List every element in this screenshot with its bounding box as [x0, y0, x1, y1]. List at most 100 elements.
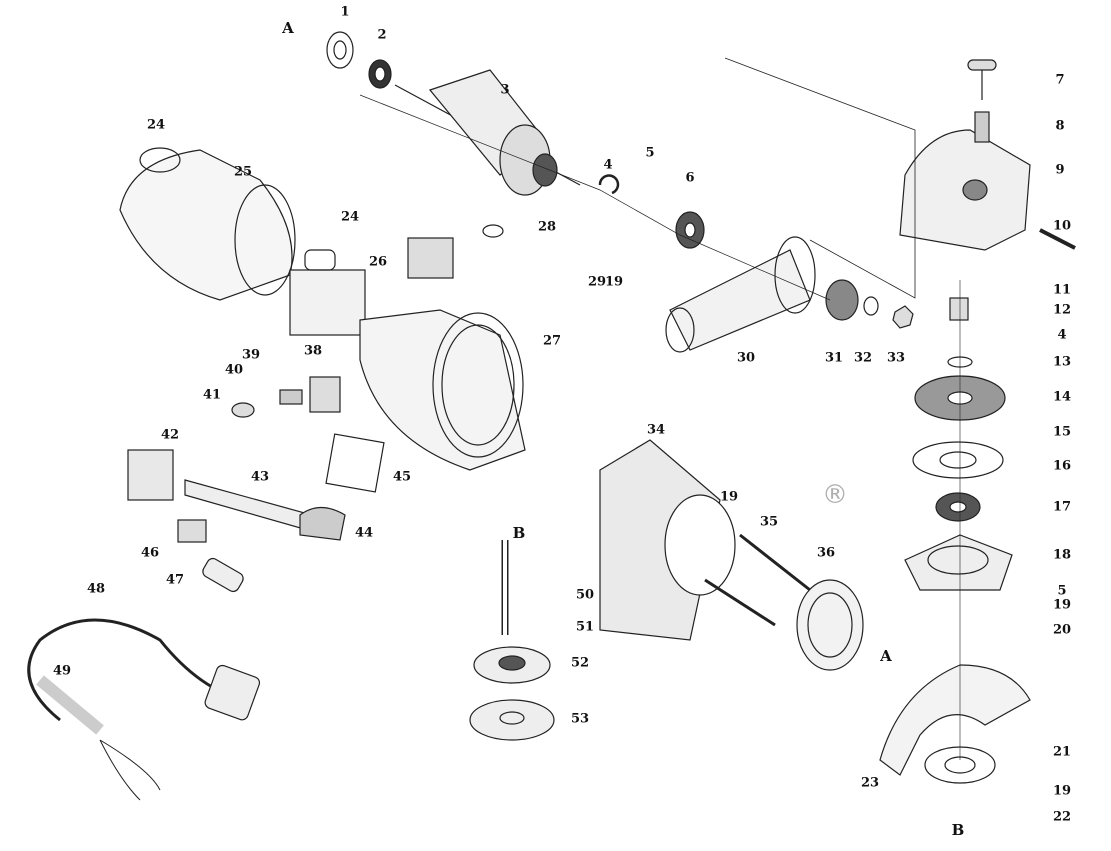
- part-label: 29: [587, 274, 607, 290]
- bearing-6: [675, 211, 705, 249]
- part-label: 46: [140, 545, 160, 561]
- part-label: 19: [719, 489, 739, 505]
- part-label: 15: [1052, 424, 1072, 440]
- part-label: 18: [1052, 547, 1072, 563]
- part-label: 48: [86, 581, 106, 597]
- part-label: 12: [1052, 302, 1072, 318]
- part-label: 26: [368, 254, 388, 270]
- part-label: 23: [860, 775, 880, 791]
- bearing-1: [326, 31, 354, 69]
- part-label: 45: [392, 469, 412, 485]
- part-label: 22: [1052, 809, 1072, 825]
- marker-a: A: [880, 647, 892, 665]
- part-label: 51: [575, 619, 595, 635]
- brush-38: [309, 376, 341, 413]
- part-label: 40: [224, 362, 244, 378]
- part-label: 5: [1057, 583, 1067, 599]
- rear-cover-25: [119, 147, 296, 301]
- part-label: 33: [886, 350, 906, 366]
- part-label: 4: [1057, 327, 1067, 343]
- part-label: 52: [570, 655, 590, 671]
- screw-35a: [739, 533, 811, 592]
- part-label: 7: [1055, 72, 1065, 88]
- part-label: 30: [736, 350, 756, 366]
- spring-8: [974, 111, 990, 143]
- baffle-36: [796, 579, 864, 671]
- part-label: 42: [160, 427, 180, 443]
- label-plate-45: [325, 433, 385, 493]
- lock-button-7: [967, 59, 997, 100]
- wheel-guard-23: [879, 664, 1031, 776]
- part-label: 4: [603, 157, 613, 173]
- nut-53: [469, 699, 555, 741]
- part-label: 43: [250, 469, 270, 485]
- flange-18: [904, 534, 1013, 591]
- screw-10: [1039, 228, 1076, 250]
- motor-housing-27: [359, 309, 526, 471]
- part-label: 31: [824, 350, 844, 366]
- part-label: 16: [1052, 458, 1072, 474]
- part-label: 35: [759, 514, 779, 530]
- switch-42: [127, 449, 174, 501]
- part-label: 28: [537, 219, 557, 235]
- armature-3: [394, 69, 581, 196]
- registered-mark: ®: [822, 480, 848, 510]
- power-cord-48: [27, 618, 246, 722]
- brush-cap-41: [231, 402, 255, 418]
- part-label: 44: [354, 525, 374, 541]
- part-label: 19: [604, 274, 624, 290]
- washer-32: [863, 296, 879, 316]
- switch-assembly: [407, 224, 504, 279]
- plug: [204, 664, 261, 721]
- part-label: 39: [241, 347, 261, 363]
- part-label: 19: [1052, 597, 1072, 613]
- carbon-brush-40: [279, 389, 303, 405]
- gear-housing-9: [899, 129, 1031, 251]
- part-label: 11: [1052, 282, 1072, 298]
- part-label: 13: [1052, 354, 1072, 370]
- part-label: 8: [1055, 118, 1065, 134]
- circlip-4: [598, 174, 620, 195]
- bush-12: [949, 297, 969, 321]
- part-label: 41: [202, 387, 222, 403]
- marker-b: B: [951, 821, 965, 839]
- bearing-17: [935, 492, 981, 522]
- part-label: 36: [816, 545, 836, 561]
- part-label: 24: [340, 209, 360, 225]
- part-label: 6: [685, 170, 695, 186]
- flange-52: [473, 646, 551, 684]
- nut-33: [892, 305, 914, 329]
- part-label: 5: [645, 145, 655, 161]
- marker-a: A: [282, 19, 294, 37]
- part-label: 21: [1052, 744, 1072, 760]
- part-label: 25: [233, 164, 253, 180]
- part-label: 53: [570, 711, 590, 727]
- side-handle-30: [665, 236, 816, 353]
- part-label: 50: [575, 587, 595, 603]
- part-label: 47: [165, 572, 185, 588]
- bearing-2: [368, 59, 392, 89]
- part-label: 14: [1052, 389, 1072, 405]
- part-label: 19: [1052, 783, 1072, 799]
- plate-16: [912, 441, 1004, 479]
- part-label: 34: [646, 422, 666, 438]
- marker-b: B: [512, 524, 526, 542]
- part-label: 17: [1052, 499, 1072, 515]
- part-label: 27: [542, 333, 562, 349]
- part-label: 20: [1052, 622, 1072, 638]
- part-label: 2: [377, 27, 387, 43]
- brush-holder-26: [289, 249, 366, 336]
- screw-35b: [704, 578, 776, 627]
- cable-sleeve-49: [36, 675, 104, 735]
- part-label: 24: [146, 117, 166, 133]
- part-label: 1: [340, 4, 350, 20]
- part-label: 10: [1052, 218, 1072, 234]
- part-label: 9: [1055, 162, 1065, 178]
- part-label: 32: [853, 350, 873, 366]
- stator-34: [599, 439, 736, 641]
- part-label: 3: [500, 82, 510, 98]
- capacitor-46: [177, 519, 207, 543]
- switch-button-44: [299, 506, 346, 541]
